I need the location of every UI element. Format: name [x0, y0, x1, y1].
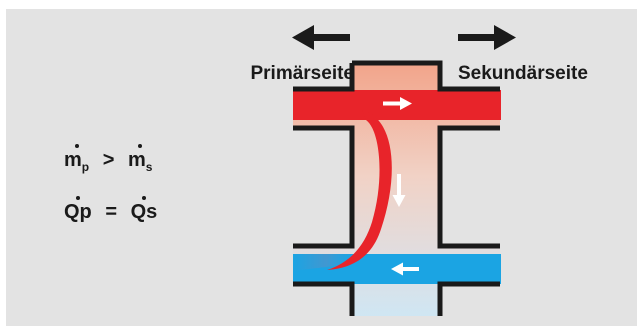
flow-arrow-down-icon: [392, 174, 406, 207]
arrow-right-icon: [458, 25, 516, 50]
mass-flow-primary: mp: [64, 144, 90, 174]
flow-arrow-left-icon: [391, 262, 419, 276]
mass-flow-formula: mp > ms: [64, 144, 153, 174]
bypass-flow: [327, 110, 392, 270]
heat-flow-primary: Qp: [64, 196, 92, 223]
arrow-left-icon: [292, 25, 350, 50]
equality-operator: =: [105, 201, 118, 223]
separator-outline: [293, 60, 500, 316]
secondary-side-label: Sekundärseite: [458, 63, 588, 84]
heat-flow-secondary: Qs: [130, 196, 158, 223]
flow-arrow-right-icon: [383, 97, 412, 110]
comparison-operator: >: [102, 149, 115, 171]
mass-flow-secondary: ms: [127, 144, 153, 174]
primary-side-label: Primärseite: [250, 63, 354, 84]
heat-flow-formula: Qp = Qs: [64, 196, 158, 223]
